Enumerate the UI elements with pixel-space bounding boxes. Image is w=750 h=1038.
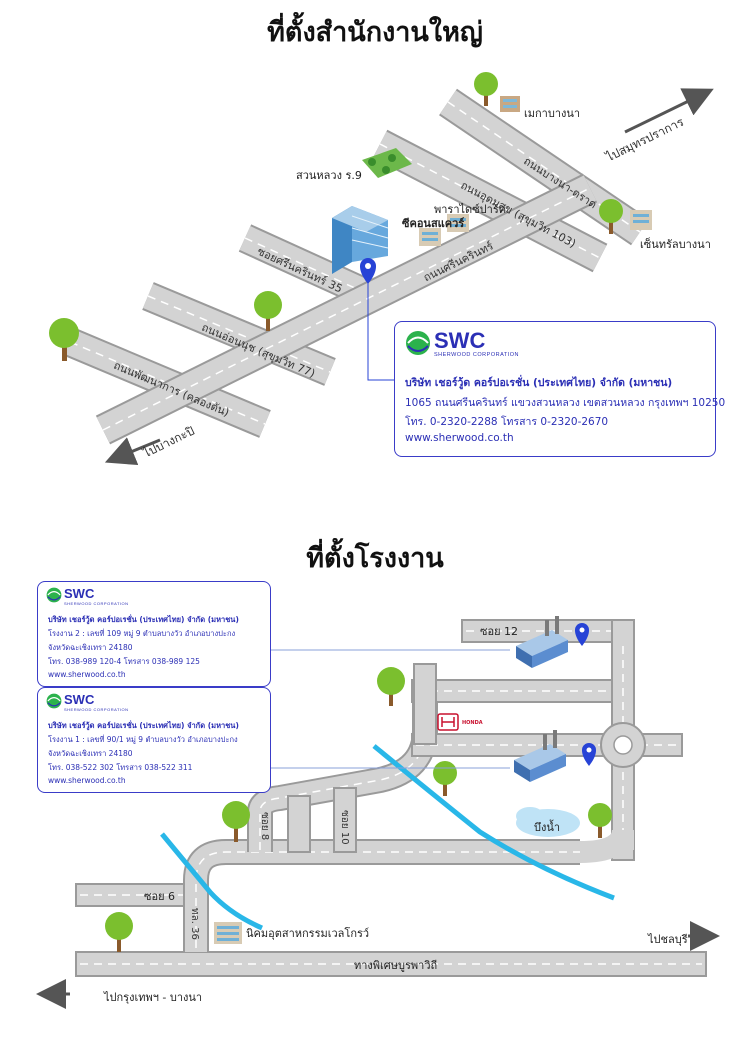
mega-bangna-building-icon [500,96,520,112]
road-udomsuk [372,129,608,273]
company-name: บริษัท เชอร์วู้ด คอร์ปอเรชั่น (ประเทศไทย… [405,377,673,389]
road-label-soi-8: ซอย 8 [259,812,270,841]
road-onnut [142,282,336,386]
factory-1-company-name: บริษัท เชอร์วู้ด คอร์ปอเรชั่น (ประเทศไทย… [48,721,239,730]
tree-icon [222,801,250,842]
logo-subtext: SHERWOOD CORPORATION [64,601,129,606]
factory-1-phone: โทร. 038-522 302 โทรสาร 038-522 311 [48,763,193,772]
head-office-location-pin-icon [360,258,376,284]
factory-1-info-card: SWC SHERWOOD CORPORATION บริษัท เชอร์วู้… [37,687,271,793]
logo-subtext: SHERWOOD CORPORATION [64,707,129,712]
tree-icon [254,291,282,331]
arrow-to-bangkapi [104,437,161,466]
tree-icon [474,72,498,106]
factory-1-address-line2: จังหวัดฉะเชิงเทรา 24180 [48,749,133,758]
direction-to-bangkok-bangna: ไปกรุงเทพฯ - บางนา [104,991,203,1004]
road-label-soi-12: ซอย 12 [480,625,519,638]
place-seacon-square: ซีคอนสแควร์ [402,217,465,230]
canal-right [372,744,615,901]
factory-2-company-name: บริษัท เชอร์วู้ด คอร์ปอเรชั่น (ประเทศไทย… [48,615,239,624]
factory-2-address-line1: โรงงาน 2 : เลขที่ 109 หมู่ 9 ตำบลบางวัว … [48,629,236,638]
factory-1-building-icon [514,730,566,782]
road-soi-10 [333,787,357,853]
honda-label: HONDA [462,720,483,726]
place-central-bangna: เซ็นทรัลบางนา [640,238,711,251]
factory-2-website-link[interactable]: www.sherwood.co.th [48,670,126,679]
place-pond: บึงน้ำ [534,821,561,834]
place-mega-bangna: เมกาบางนา [524,107,581,120]
road-soi-35 [238,224,375,308]
factory-2-building-icon [516,616,568,668]
canal-left [160,832,264,931]
road-label-soi-6: ซอย 6 [144,890,176,903]
place-paradise-park: พาราไดซ์ปาร์ค [434,203,507,216]
direction-to-chonburi: ไปชลบุรี [648,933,688,946]
tree-icon [588,803,612,838]
road-lower-right-curve [579,828,634,863]
road-srinakarin [95,173,598,445]
place-suan-luang-rama9: สวนหลวง ร.9 [296,169,362,182]
factory-2-info-card: SWC SHERWOOD CORPORATION บริษัท เชอร์วู้… [37,581,271,687]
arrow-to-samut-prakan [624,88,714,134]
swc-head-office-building-icon [332,206,389,274]
logo-text: SWC [434,328,486,353]
company-website-link[interactable]: www.sherwood.co.th [405,432,514,444]
factory-road-network [75,619,707,977]
factory-2-address-line2: จังหวัดฉะเชิงเทรา 24180 [48,643,133,652]
logo-subtext: SHERWOOD CORPORATION [434,352,519,358]
factory-1-location-pin-icon [582,743,596,766]
paradise-park-building-icon [447,214,469,232]
wellgrow-estate-building-icon [214,922,242,944]
honda-logo-icon [437,713,459,731]
tree-icon [105,912,133,952]
company-phone: โทร. 0-2320-2288 โทรสาร 0-2320-2670 [405,416,609,428]
head-office-connector-line [367,280,395,381]
road-soi-6 [75,883,195,907]
factory-2-location-pin-icon [575,623,589,646]
factory-1-address-line1: โรงงาน 1 : เลขที่ 90/1 หมู่ 9 ตำบลบางวัว… [48,735,238,744]
seacon-square-building-icon [419,228,441,246]
logo-text: SWC [64,586,95,601]
roundabout [600,722,646,768]
road-middle-horizontal [411,679,633,703]
central-bangna-building-icon [630,210,652,230]
place-wellgrow-estate: นิคมอุตสาหกรรมเวลโกรว์ [246,927,370,940]
road-left-vertical [413,663,437,745]
tree-icon [433,761,457,796]
swc-globe-icon [406,331,430,355]
company-address: 1065 ถนนศรีนครินทร์ แขวงสวนหลวง เขตสวนหล… [405,397,726,409]
pond-icon [516,807,580,837]
road-soi-8 [287,795,311,853]
road-label-burapha-withi: ทางพิเศษบูรพาวิถี [354,959,438,972]
road-label-route-36: ทล. 36 [189,908,200,940]
swc-globe-icon [46,693,62,709]
logo-text: SWC [64,692,95,707]
swc-logo: SWC SHERWOOD CORPORATION [46,587,129,606]
head-office-info-card: SWC SHERWOOD CORPORATION บริษัท เชอร์วู้… [394,321,725,457]
tree-icon [377,667,405,706]
suan-luang-park-icon [362,148,412,178]
factory-title: ที่ตั้งโรงงาน [306,543,444,574]
road-motorway [75,951,707,977]
tree-icon [599,199,623,234]
head-office-road-network [64,88,649,445]
factory-1-website-link[interactable]: www.sherwood.co.th [48,776,126,785]
tree-icon [49,318,79,361]
factory-2-phone: โทร. 038-989 120-4 โทรสาร 038-989 125 [48,657,200,666]
swc-globe-icon [46,587,62,603]
head-office-title: ที่ตั้งสำนักงานใหญ่ [267,17,483,48]
swc-logo: SWC SHERWOOD CORPORATION [405,330,519,358]
swc-logo: SWC SHERWOOD CORPORATION [46,693,129,712]
road-label-soi-10: ซอย 10 [339,810,350,845]
